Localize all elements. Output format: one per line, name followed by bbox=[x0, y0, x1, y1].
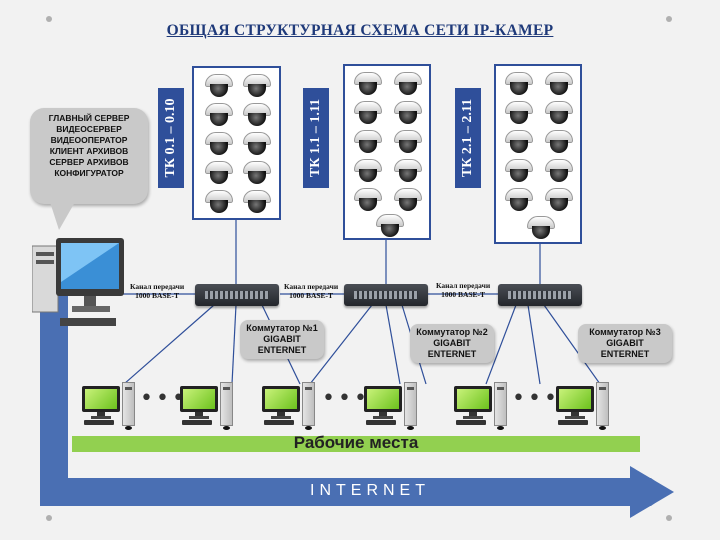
ip-camera bbox=[353, 72, 383, 96]
ip-camera bbox=[393, 159, 423, 183]
ellipsis-2: ••• bbox=[322, 386, 370, 411]
ip-camera bbox=[504, 101, 534, 125]
internet-arrow-head bbox=[630, 466, 674, 518]
workplaces-label: Рабочие места bbox=[293, 433, 419, 452]
workstation-icon bbox=[82, 382, 136, 430]
camera-group-label-2: ТК 1.1 – 1.11 bbox=[303, 88, 329, 188]
decor-dot bbox=[46, 16, 52, 22]
workstation-icon bbox=[364, 382, 418, 430]
ip-camera bbox=[242, 103, 272, 127]
camera-group-2 bbox=[343, 64, 431, 240]
ip-camera bbox=[242, 132, 272, 156]
ip-camera bbox=[393, 188, 423, 212]
ip-camera bbox=[204, 103, 234, 127]
ip-camera bbox=[393, 72, 423, 96]
ip-camera bbox=[544, 72, 574, 96]
main-server-icon bbox=[32, 238, 124, 326]
ip-camera bbox=[204, 132, 234, 156]
server-role: ВИДЕООПЕРАТОР bbox=[50, 135, 128, 145]
ip-camera bbox=[504, 159, 534, 183]
server-role: ГЛАВНЫЙ СЕРВЕР bbox=[48, 113, 130, 123]
server-roles-callout: ГЛАВНЫЙ СЕРВЕР ВИДЕОСЕРВЕР ВИДЕООПЕРАТОР… bbox=[30, 108, 148, 204]
server-role: КОНФИГУРАТОР bbox=[54, 168, 124, 178]
ip-camera bbox=[242, 190, 272, 214]
ip-camera bbox=[544, 159, 574, 183]
ip-camera bbox=[204, 74, 234, 98]
server-role: ВИДЕОСЕРВЕР bbox=[56, 124, 122, 134]
workstation-icon bbox=[262, 382, 316, 430]
workstation-icon bbox=[556, 382, 610, 430]
callout-tail bbox=[50, 202, 75, 230]
internet-label: INTERNET bbox=[310, 482, 430, 499]
ip-camera bbox=[242, 161, 272, 185]
ip-camera bbox=[353, 188, 383, 212]
decor-dot bbox=[666, 16, 672, 22]
workplaces-bar bbox=[72, 436, 640, 452]
workstation-icon bbox=[180, 382, 234, 430]
camera-group-3 bbox=[494, 64, 582, 244]
decor-dot bbox=[46, 515, 52, 521]
network-switch-1 bbox=[195, 284, 279, 306]
ip-camera bbox=[544, 130, 574, 154]
ip-camera bbox=[504, 188, 534, 212]
ip-camera bbox=[353, 159, 383, 183]
network-switch-2 bbox=[344, 284, 428, 306]
ellipsis-1: ••• bbox=[140, 386, 188, 411]
camera-group-label-1: ТК 0.1 – 0.10 bbox=[158, 88, 184, 188]
camera-group-label-3: ТК 2.1 – 2.11 bbox=[455, 88, 481, 188]
ip-camera bbox=[242, 74, 272, 98]
page-title: ОБЩАЯ СТРУКТУРНАЯ СХЕМА СЕТИ IP-КАМЕР bbox=[166, 22, 554, 39]
ip-camera bbox=[544, 188, 574, 212]
camera-group-1 bbox=[192, 66, 281, 220]
server-role: КЛИЕНТ АРХИВОВ bbox=[49, 146, 129, 156]
ip-camera bbox=[204, 161, 234, 185]
decor-dot bbox=[666, 515, 672, 521]
ellipsis-3: ••• bbox=[512, 386, 560, 411]
ip-camera bbox=[353, 130, 383, 154]
workstation-icon bbox=[454, 382, 508, 430]
ip-camera bbox=[544, 101, 574, 125]
ip-camera bbox=[526, 216, 556, 240]
ip-camera bbox=[393, 130, 423, 154]
ip-camera bbox=[375, 214, 405, 238]
ip-camera bbox=[504, 72, 534, 96]
ip-camera bbox=[504, 130, 534, 154]
network-switch-3 bbox=[498, 284, 582, 306]
ip-camera bbox=[393, 101, 423, 125]
server-role: СЕРВЕР АРХИВОВ bbox=[49, 157, 129, 167]
ip-camera bbox=[353, 101, 383, 125]
ip-camera bbox=[204, 190, 234, 214]
internet-arrow bbox=[40, 478, 670, 506]
